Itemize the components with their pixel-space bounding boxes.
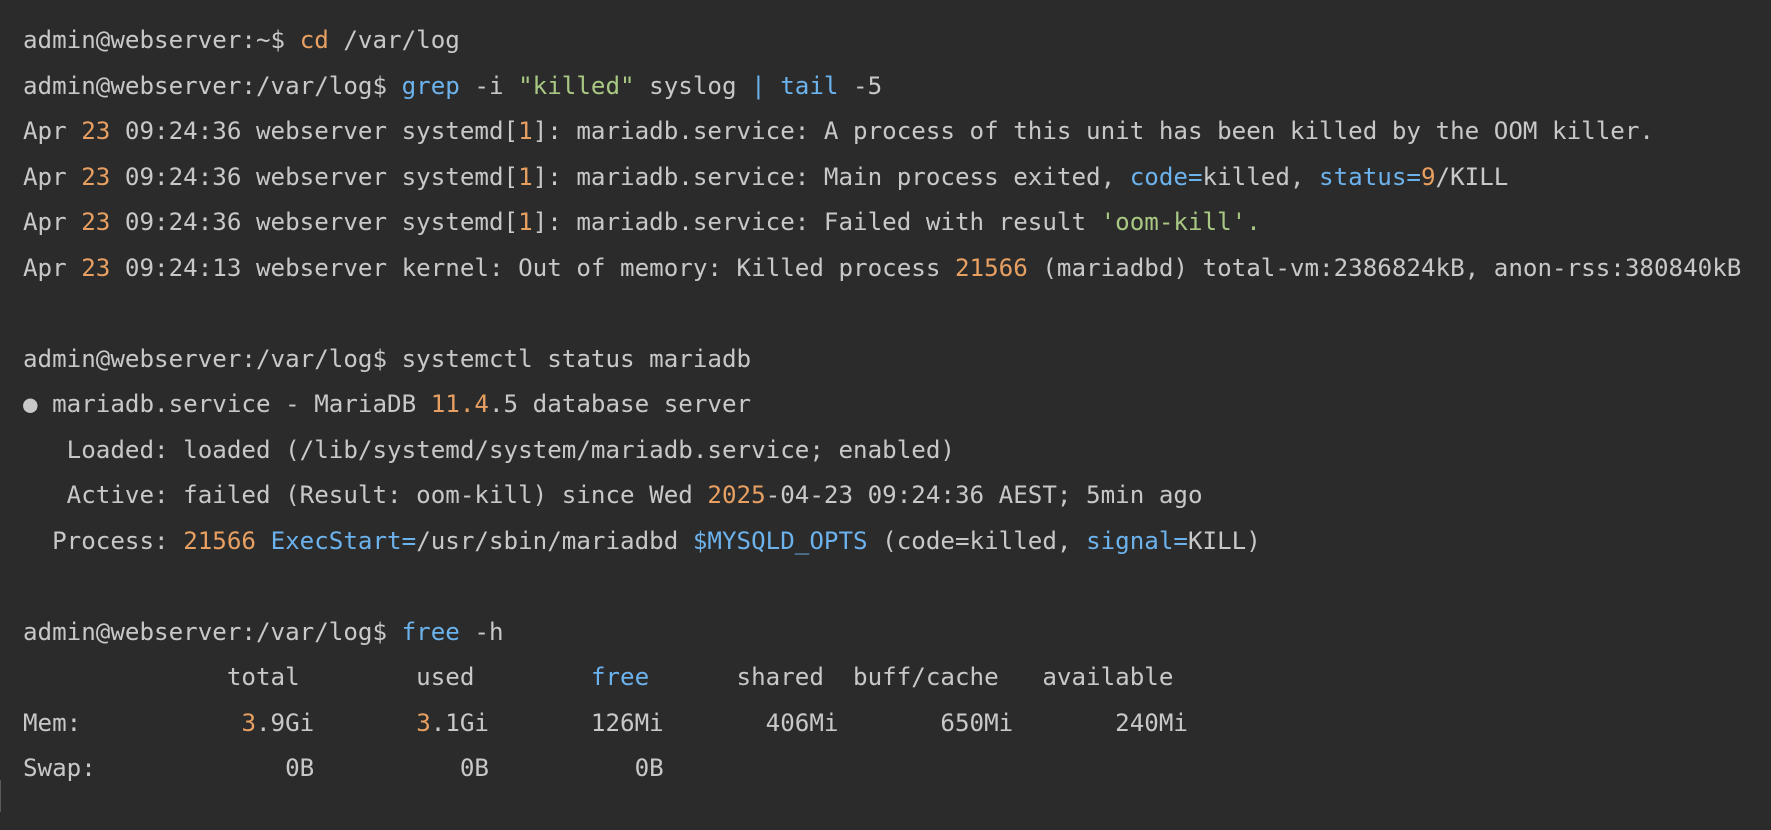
- terminal-text-segment: Active: failed (Result: oom-kill) since …: [23, 481, 708, 509]
- terminal-text-segment: tail: [780, 71, 839, 100]
- terminal-text-segment: 1: [518, 208, 533, 236]
- terminal-text-segment: 21566: [954, 253, 1028, 282]
- terminal-text-segment: 23: [81, 117, 111, 145]
- terminal-text-segment: ]: mariadb.service: Main process exited,: [532, 162, 1130, 191]
- terminal-text-segment: admin@webserver:~$: [23, 26, 300, 54]
- terminal-text-segment: killed,: [1202, 162, 1320, 191]
- terminal-text-segment: 09:24:36 webserver systemd[: [110, 117, 519, 145]
- terminal-text-segment: total used: [23, 663, 591, 691]
- terminal-text-segment: -h: [459, 617, 504, 646]
- terminal-text-segment: 09:24:36 webserver systemd[: [110, 162, 519, 191]
- terminal-text-segment: Apr: [23, 253, 82, 282]
- blank-line: [23, 291, 1771, 337]
- terminal-text-segment: shared buff/cache available: [649, 663, 1174, 691]
- terminal-line: total used free shared buff/cache availa…: [23, 655, 1771, 701]
- terminal-text-segment: "killed": [518, 71, 635, 100]
- terminal-text-segment: admin@webserver:/var/log$: [23, 71, 402, 100]
- terminal-text-segment: $MYSQLD_OPTS: [692, 526, 868, 555]
- terminal-text-segment: free: [590, 663, 650, 691]
- terminal-text-segment: status=: [1319, 162, 1421, 191]
- terminal-text-segment: Apr: [23, 208, 82, 236]
- text-cursor-edge: [0, 780, 1, 812]
- terminal-text-segment: -04-23 09:24:36 AEST; 5min ago: [765, 481, 1203, 509]
- terminal-text-segment: |: [751, 71, 766, 100]
- terminal-text-segment: admin@webserver:/var/log$: [23, 617, 402, 646]
- terminal-text-segment: 3: [416, 708, 431, 737]
- terminal-text-segment: 1: [518, 117, 533, 145]
- terminal-text-segment: 23: [81, 208, 111, 236]
- terminal-text-segment: 21566: [183, 526, 256, 555]
- terminal-text-segment: Loaded: loaded (/lib/systemd/system/mari…: [23, 435, 955, 464]
- terminal-line: Apr 23 09:24:36 webserver systemd[1]: ma…: [23, 200, 1771, 246]
- terminal-text-segment: /usr/sbin/mariadbd: [416, 526, 693, 555]
- terminal-text-segment: /var/log: [328, 26, 460, 54]
- terminal-text-segment: ExecStart=: [270, 526, 417, 555]
- terminal-text-segment: Swap: 0B 0B 0B: [23, 754, 664, 782]
- terminal-text-segment: .1Gi 126Mi 406Mi 650Mi 240Mi: [430, 708, 1188, 737]
- terminal-text-segment: -5: [838, 71, 883, 100]
- terminal-text-segment: Process:: [23, 526, 184, 555]
- terminal-text-segment: grep: [401, 71, 460, 100]
- terminal-line: admin@webserver:/var/log$ free -h: [23, 610, 1771, 656]
- terminal-text-segment: 11.4: [430, 390, 489, 418]
- terminal-line: Loaded: loaded (/lib/systemd/system/mari…: [23, 428, 1771, 474]
- terminal-text-segment: -i: [459, 71, 519, 100]
- terminal-line: Process: 21566 ExecStart=/usr/sbin/maria…: [23, 519, 1771, 565]
- terminal-text-segment: 'oom-kill'.: [1100, 208, 1261, 236]
- terminal-line: Swap: 0B 0B 0B: [23, 746, 1771, 792]
- terminal-text-segment: Mem:: [23, 708, 242, 737]
- terminal-line: Apr 23 09:24:36 webserver systemd[1]: ma…: [23, 109, 1771, 155]
- terminal-text-segment: (mariadbd) total-vm:2386824kB, anon-rss:…: [1027, 253, 1742, 282]
- terminal-text-segment: .5 database server: [489, 390, 752, 418]
- terminal-text-segment: [766, 72, 781, 100]
- terminal-line: admin@webserver:/var/log$ systemctl stat…: [23, 337, 1771, 383]
- terminal-line: admin@webserver:~$ cd /var/log: [23, 18, 1771, 64]
- terminal-text-segment: [256, 527, 271, 555]
- terminal-line: Apr 23 09:24:36 webserver systemd[1]: ma…: [23, 155, 1771, 201]
- terminal-text-segment: KILL): [1188, 526, 1261, 555]
- terminal-text-segment: ]: mariadb.service: A process of this un…: [532, 117, 1654, 145]
- terminal-line: Mem: 3.9Gi 3.1Gi 126Mi 406Mi 650Mi 240Mi: [23, 701, 1771, 747]
- terminal-text-segment: Apr: [23, 117, 82, 145]
- terminal-text-segment: cd: [299, 26, 329, 54]
- terminal-text-segment: 23: [81, 162, 111, 191]
- terminal-text-segment: 3: [241, 708, 256, 737]
- terminal-text-segment: admin@webserver:/var/log$ systemctl stat…: [23, 344, 752, 373]
- terminal-line: admin@webserver:/var/log$ grep -i "kille…: [23, 64, 1771, 110]
- terminal-text-segment: syslog: [634, 71, 752, 100]
- terminal-text-segment: 09:24:36 webserver systemd[: [110, 208, 519, 236]
- terminal-text-segment: (code=killed,: [867, 526, 1087, 555]
- terminal-text-segment: ● mariadb.service - MariaDB: [23, 390, 431, 418]
- terminal-line: Apr 23 09:24:13 webserver kernel: Out of…: [23, 246, 1771, 292]
- terminal-text-segment: 2025: [707, 481, 766, 509]
- terminal-text-segment: 9: [1420, 162, 1436, 191]
- terminal-text-segment: 09:24:13 webserver kernel: Out of memory…: [110, 253, 955, 282]
- terminal-text-segment: /KILL: [1435, 162, 1509, 191]
- terminal-text-segment: .9Gi: [256, 708, 417, 737]
- terminal-line: Active: failed (Result: oom-kill) since …: [23, 473, 1771, 519]
- terminal-text-segment: 1: [518, 162, 533, 191]
- terminal-text-segment: 23: [81, 253, 111, 282]
- terminal-text-segment: ]: mariadb.service: Failed with result: [532, 208, 1101, 236]
- blank-line: [23, 564, 1771, 610]
- terminal-text-segment: code=: [1129, 162, 1203, 191]
- terminal-text-segment: free: [401, 617, 460, 646]
- terminal-text-segment: signal=: [1086, 526, 1188, 555]
- terminal-text-segment: Apr: [23, 162, 82, 191]
- terminal-line: ● mariadb.service - MariaDB 11.4.5 datab…: [23, 382, 1771, 428]
